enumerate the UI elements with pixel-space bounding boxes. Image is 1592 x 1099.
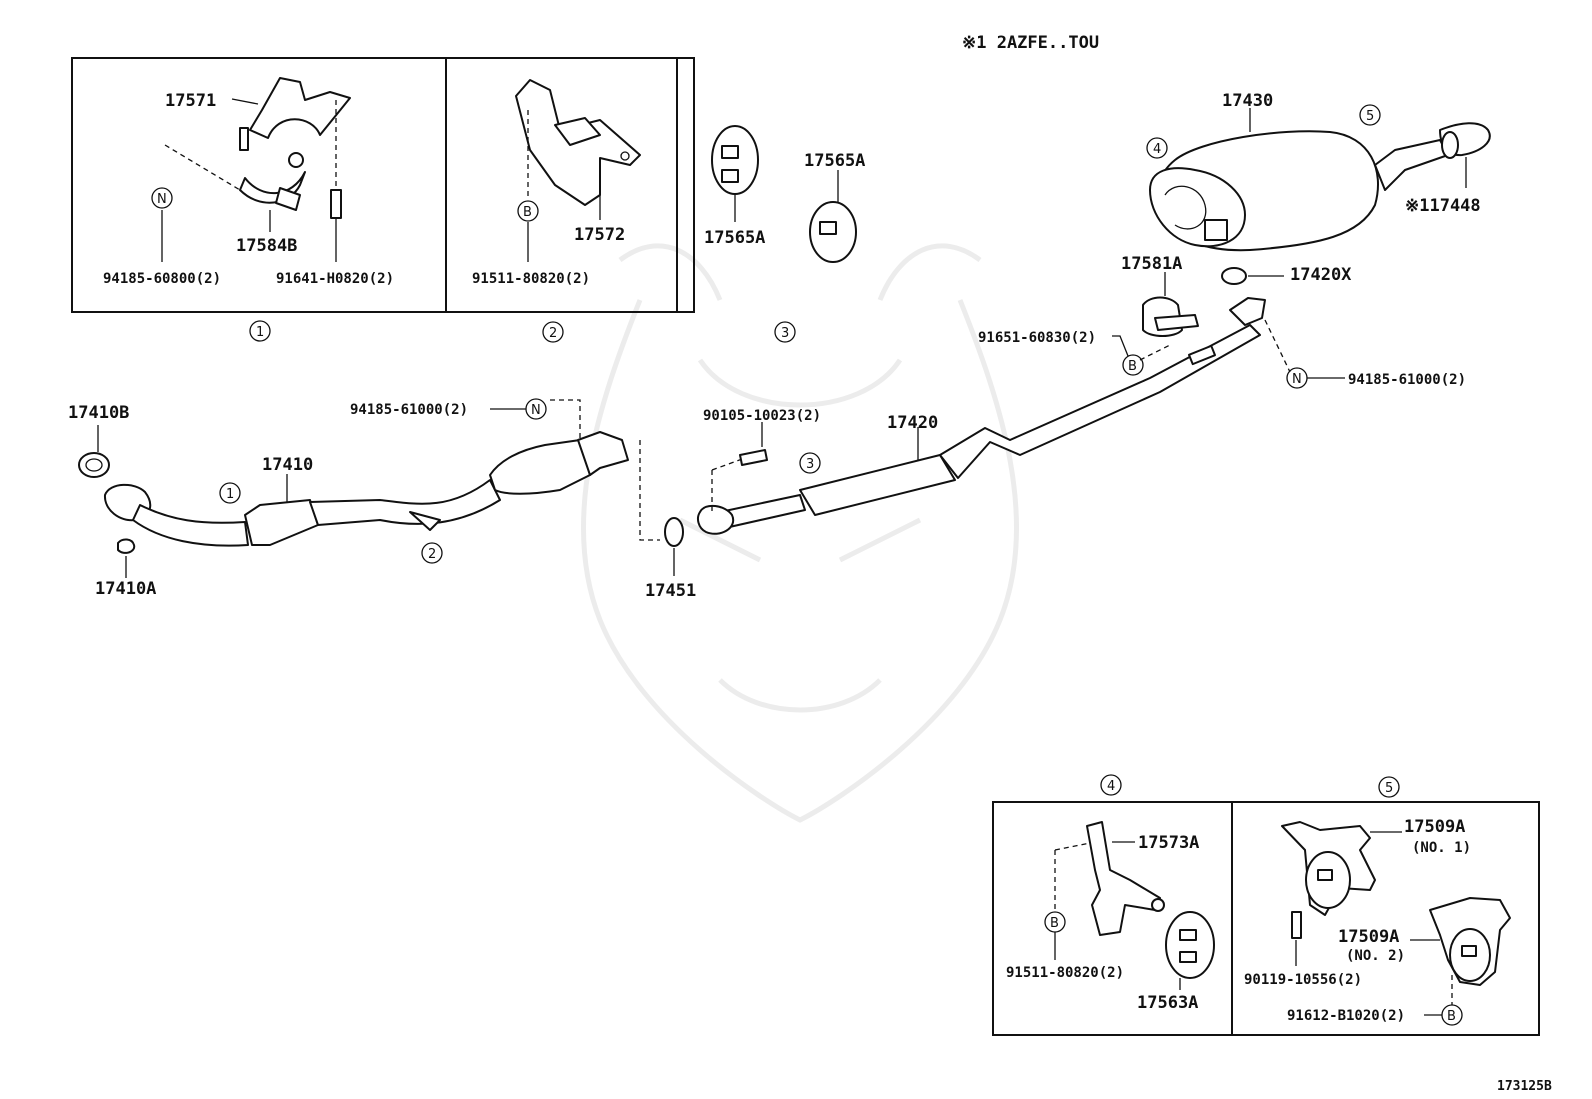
nut-mark-n-right: N — [1292, 372, 1302, 387]
part-17565A-left: 17565A — [704, 228, 765, 248]
label-no2: (NO. 2) — [1346, 948, 1405, 964]
callout-1-pipe: 1 — [226, 487, 234, 502]
diagram-code: 173125B — [1497, 1079, 1552, 1094]
part-17509A-no1: 17509A — [1404, 817, 1465, 837]
part-17420: 17420 — [887, 413, 938, 433]
part-94185-60800: 94185-60800(2) — [103, 271, 221, 287]
callout-1-box: 1 — [256, 325, 264, 340]
bolt-mark-b-top: B — [523, 205, 532, 220]
nut-mark-n: N — [157, 192, 167, 207]
part-17581A: 17581A — [1121, 254, 1182, 274]
detail-2-bracket — [515, 79, 641, 262]
engine-note: ※1 2AZFE..TOU — [962, 33, 1099, 53]
part-17509A-no2: 17509A — [1338, 927, 1399, 947]
part-91651-60830: 91651-60830(2) — [978, 330, 1096, 346]
nut-mark-n-mid: N — [531, 403, 541, 418]
part-17572: 17572 — [574, 225, 625, 245]
part-17410: 17410 — [262, 455, 313, 475]
part-17451: 17451 — [645, 581, 696, 601]
bolt-mark-b-hanger: B — [1128, 359, 1137, 374]
bolt-mark-b-box4: B — [1050, 916, 1059, 931]
detail-4-bracket-hanger — [1044, 821, 1215, 990]
part-91511-80820-bottom: 91511-80820(2) — [1006, 965, 1124, 981]
part-90119-10556: 90119-10556(2) — [1244, 972, 1362, 988]
callout-4-muffler: 4 — [1153, 142, 1161, 157]
callout-5-muffler: 5 — [1366, 109, 1374, 124]
callout-3-pipe: 3 — [806, 457, 814, 472]
detail-5-mounts — [1281, 821, 1511, 1026]
part-17584B: 17584B — [236, 236, 297, 256]
part-90105-10023: 90105-10023(2) — [703, 408, 821, 424]
detail-1-clamp — [151, 77, 351, 262]
part-17410B: 17410B — [68, 403, 129, 423]
front-exhaust-pipe — [78, 398, 684, 578]
watermark-emblem — [581, 243, 1019, 823]
part-17565A-right: 17565A — [804, 151, 865, 171]
part-17430: 17430 — [1222, 91, 1273, 111]
part-17573A: 17573A — [1138, 833, 1199, 853]
detail-box-top — [71, 57, 695, 313]
muffler-assembly — [1139, 108, 1491, 361]
callout-4-box: 4 — [1107, 779, 1115, 794]
part-91511-80820-top: 91511-80820(2) — [472, 271, 590, 287]
part-91612-B1020: 91612-B1020(2) — [1287, 1008, 1405, 1024]
callout-5-box: 5 — [1385, 781, 1393, 796]
part-94185-61000-right: 94185-61000(2) — [1348, 372, 1466, 388]
part-91641-H0820: 91641-H0820(2) — [276, 271, 394, 287]
label-no1: (NO. 1) — [1412, 840, 1471, 856]
part-117448: ※117448 — [1405, 196, 1481, 216]
callout-2-box: 2 — [549, 326, 557, 341]
part-17563A: 17563A — [1137, 993, 1198, 1013]
bolt-mark-b-box5: B — [1447, 1009, 1456, 1024]
center-exhaust-pipe — [697, 297, 1345, 535]
part-17410A: 17410A — [95, 579, 156, 599]
part-94185-61000-mid: 94185-61000(2) — [350, 402, 468, 418]
callout-3-box: 3 — [781, 326, 789, 341]
callout-2-pipe: 2 — [428, 547, 436, 562]
part-17420X: 17420X — [1290, 265, 1352, 285]
detail-3-hangers — [711, 125, 857, 263]
detail-box-bottom — [992, 801, 1540, 1036]
part-17571: 17571 — [165, 91, 216, 111]
